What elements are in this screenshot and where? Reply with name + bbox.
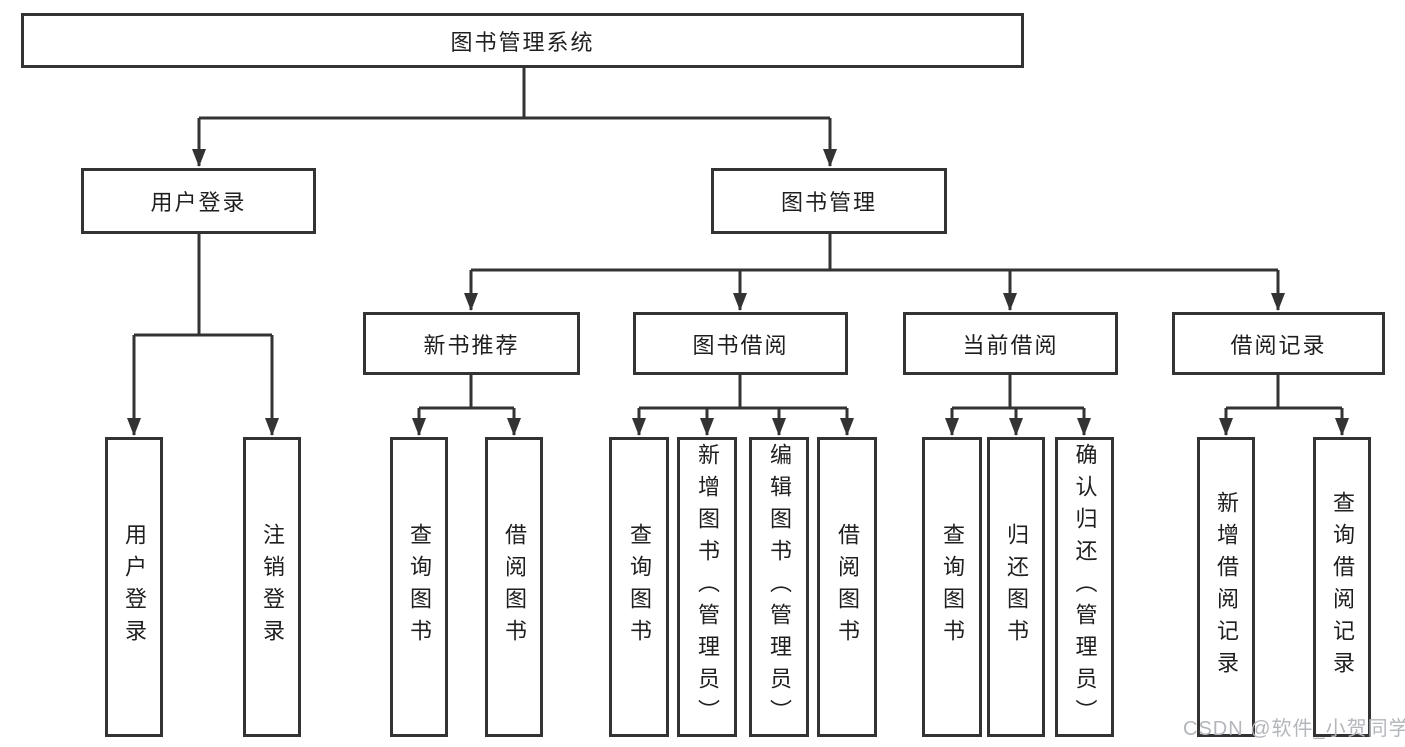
leaf-logout-label: 注销登录 bbox=[260, 523, 285, 651]
node-new-book-recommendation: 新书推荐 bbox=[363, 312, 580, 375]
branch-root bbox=[199, 68, 830, 120]
leaf-query-books-recommendation: 查询图书 bbox=[390, 437, 448, 737]
node-book-management-label: 图书管理 bbox=[780, 190, 877, 215]
leaf-edit-books-admin-label: 编辑图书（管理员） bbox=[767, 443, 792, 731]
leaf-user-login: 用户登录 bbox=[105, 437, 163, 737]
node-new-book-recommendation-label: 新书推荐 bbox=[423, 332, 520, 358]
leaf-query-books-current: 查询图书 bbox=[922, 437, 982, 737]
leaf-add-borrow-record: 新增借阅记录 bbox=[1197, 437, 1255, 737]
leaf-query-books-borrowing: 查询图书 bbox=[609, 437, 669, 737]
branch-book-management bbox=[471, 234, 1278, 272]
branch-new-book-recommendation bbox=[419, 375, 514, 410]
node-user-login: 用户登录 bbox=[81, 168, 316, 234]
leaf-confirm-return-admin-label: 确认归还（管理员） bbox=[1072, 443, 1098, 731]
leaf-query-books-current-label: 查询图书 bbox=[940, 523, 965, 651]
leaf-query-books-borrowing-label: 查询图书 bbox=[627, 523, 652, 651]
leaf-borrow-books-borrowing-label: 借阅图书 bbox=[835, 523, 860, 651]
leaf-borrow-books-recommendation-label: 借阅图书 bbox=[502, 523, 527, 651]
csdn-watermark: CSDN @软件_小贺同学 bbox=[1183, 718, 1405, 740]
branch-borrowing-records bbox=[1226, 375, 1342, 410]
leaf-user-login-label: 用户登录 bbox=[122, 523, 147, 651]
leaf-add-books-admin-label: 新增图书（管理员） bbox=[695, 443, 720, 731]
node-book-borrowing: 图书借阅 bbox=[633, 312, 848, 375]
branch-book-borrowing bbox=[639, 375, 847, 410]
leaf-return-books: 归还图书 bbox=[987, 437, 1045, 737]
leaf-query-books-recommendation-label: 查询图书 bbox=[407, 523, 432, 651]
leaf-query-borrow-record-label: 查询借阅记录 bbox=[1330, 491, 1355, 683]
leaf-return-books-label: 归还图书 bbox=[1004, 523, 1029, 651]
node-current-borrowing-label: 当前借阅 bbox=[962, 332, 1059, 358]
leaf-edit-books-admin: 编辑图书（管理员） bbox=[749, 437, 809, 737]
node-book-borrowing-label: 图书借阅 bbox=[692, 332, 789, 358]
node-user-login-label: 用户登录 bbox=[150, 190, 247, 215]
leaf-borrow-books-borrowing: 借阅图书 bbox=[817, 437, 877, 737]
node-library-system: 图书管理系统 bbox=[21, 13, 1024, 68]
node-borrowing-records-label: 借阅记录 bbox=[1230, 332, 1327, 358]
node-borrowing-records: 借阅记录 bbox=[1172, 312, 1385, 375]
leaf-query-borrow-record: 查询借阅记录 bbox=[1313, 437, 1371, 737]
leaf-add-books-admin: 新增图书（管理员） bbox=[677, 437, 737, 737]
leaf-add-borrow-record-label: 新增借阅记录 bbox=[1214, 491, 1239, 683]
leaf-borrow-books-recommendation: 借阅图书 bbox=[485, 437, 543, 737]
branch-user-login bbox=[134, 234, 272, 337]
node-library-system-label: 图书管理系统 bbox=[450, 29, 595, 55]
leaf-confirm-return-admin: 确认归还（管理员） bbox=[1055, 437, 1114, 737]
branch-current-borrowing bbox=[952, 375, 1084, 410]
node-current-borrowing: 当前借阅 bbox=[903, 312, 1118, 375]
leaf-logout: 注销登录 bbox=[243, 437, 301, 737]
node-book-management: 图书管理 bbox=[711, 168, 947, 234]
